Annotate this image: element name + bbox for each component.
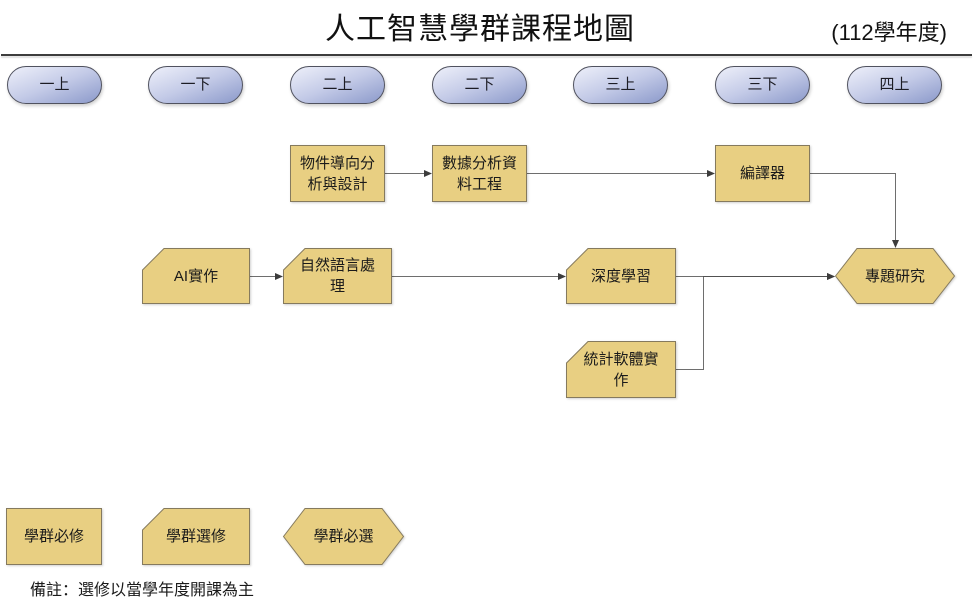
arrowhead	[827, 273, 835, 280]
legend-shape	[282, 508, 405, 565]
legend-shape	[6, 508, 102, 565]
course-ai-implementation: AI實作	[142, 248, 250, 304]
page-title: 人工智慧學群課程地圖	[325, 13, 635, 46]
card-shape	[566, 341, 676, 398]
course-label: 專題研究	[864, 267, 925, 285]
footnote: 備註：選修以當學年度開課為主	[30, 582, 255, 599]
course-capstone-project: 專題研究	[834, 248, 956, 304]
academic-year-label: (112學年度)	[831, 20, 947, 45]
course-box-shape	[142, 248, 250, 304]
course-label-wrap: 深度學習	[566, 248, 676, 304]
course-statistical-software-practice: 統計軟體實作	[566, 341, 676, 398]
course-label-wrap: 統計軟體實作	[566, 341, 676, 398]
legend-label: 學群選修	[165, 528, 226, 545]
hexagon-shape	[282, 508, 405, 565]
semester-pill-2-2: 二下	[432, 66, 527, 104]
card-shape	[142, 508, 250, 565]
course-object-oriented-analysis-design: 物件導向分析與設計	[290, 145, 385, 202]
course-data-analysis-engineering: 數據分析資料工程	[432, 145, 527, 202]
arrowhead	[892, 240, 899, 248]
semester-label: 一上	[39, 76, 70, 93]
legend-item-elective: 學群選修	[142, 508, 250, 565]
course-label: 統計軟體實作	[583, 350, 659, 389]
semester-pill-1-1: 一上	[7, 66, 102, 104]
header-divider	[1, 54, 972, 56]
course-box-shape	[283, 248, 392, 304]
semester-label: 三上	[605, 76, 636, 93]
legend-label-wrap: 學群必選	[283, 508, 404, 565]
legend-label-wrap: 學群必修	[6, 508, 102, 565]
rectangle-shape	[432, 145, 527, 202]
semester-label: 四上	[879, 76, 910, 93]
semester-label: 三下	[747, 76, 778, 93]
course-label-wrap: 編譯器	[715, 145, 810, 202]
semester-label: 二上	[322, 76, 353, 93]
legend-item-required-elective: 學群必選	[282, 508, 405, 565]
card-shape	[283, 248, 392, 304]
card-shape	[566, 248, 676, 304]
course-label: 數據分析資料工程	[441, 154, 517, 193]
course-deep-learning: 深度學習	[566, 248, 676, 304]
course-box-shape	[290, 145, 385, 202]
arrowhead	[707, 170, 715, 177]
prerequisite-connector	[676, 276, 828, 370]
course-label-wrap: 專題研究	[835, 248, 955, 304]
card-shape	[142, 248, 250, 304]
course-box-shape	[432, 145, 527, 202]
course-label-wrap: AI實作	[142, 248, 250, 304]
semester-pill-3-2: 三下	[715, 66, 810, 104]
legend-item-required: 學群必修	[6, 508, 102, 565]
course-compiler: 編譯器	[715, 145, 810, 202]
rectangle-shape	[290, 145, 385, 202]
course-box-shape	[715, 145, 810, 202]
course-box-shape	[566, 341, 676, 398]
hexagon-shape	[834, 248, 956, 304]
course-label: 編譯器	[739, 165, 785, 182]
arrowhead	[424, 170, 432, 177]
course-label: 深度學習	[590, 267, 651, 285]
course-label-wrap: 物件導向分析與設計	[290, 145, 385, 202]
prerequisite-connector	[810, 173, 896, 241]
course-box-shape	[834, 248, 956, 304]
arrowhead	[558, 273, 566, 280]
semester-label: 二下	[464, 76, 495, 93]
legend-label-wrap: 學群選修	[142, 508, 250, 565]
rectangle-shape	[715, 145, 810, 202]
semester-pill-1-2: 一下	[148, 66, 243, 104]
semester-pill-4-1: 四上	[847, 66, 942, 104]
course-box-shape	[566, 248, 676, 304]
course-label-wrap: 自然語言處理	[283, 248, 392, 304]
arrowhead	[275, 273, 283, 280]
rectangle-shape	[6, 508, 102, 565]
course-label-wrap: 數據分析資料工程	[432, 145, 527, 202]
semester-pill-3-1: 三上	[573, 66, 668, 104]
legend-label: 學群必修	[23, 528, 84, 545]
course-label: AI實作	[173, 267, 219, 285]
semester-label: 一下	[180, 76, 211, 93]
course-label: 物件導向分析與設計	[299, 154, 375, 193]
course-natural-language-processing: 自然語言處理	[283, 248, 392, 304]
semester-pill-2-1: 二上	[290, 66, 385, 104]
legend-shape	[142, 508, 250, 565]
course-label: 自然語言處理	[299, 257, 375, 295]
legend-label: 學群必選	[313, 528, 374, 545]
